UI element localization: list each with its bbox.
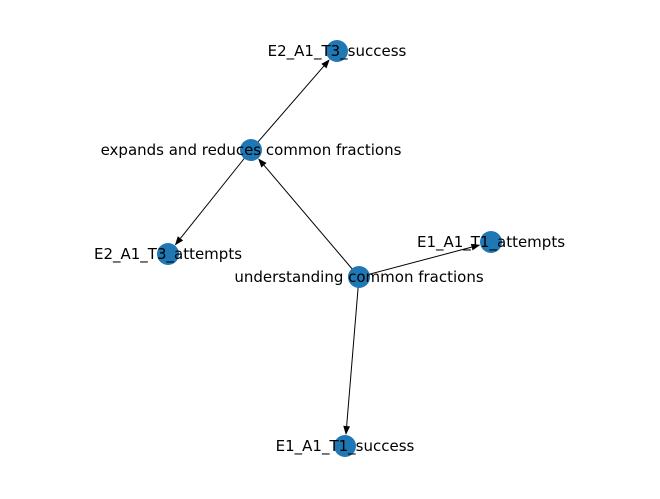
arrowhead-understanding-to-e1_success <box>343 425 351 436</box>
node-e2_success <box>326 40 348 62</box>
labels-layer: understanding common fractions expands an… <box>94 42 565 456</box>
edge-understanding-to-expands <box>263 164 360 278</box>
node-e1_attempts <box>480 231 502 253</box>
arrowhead-expands-to-e2_success <box>321 59 330 69</box>
node-label-expands: expands and reduces common fractions <box>101 141 402 159</box>
node-e1_success <box>334 435 356 457</box>
edge-understanding-to-e1_success <box>346 276 360 427</box>
nodes-layer <box>157 40 502 457</box>
arrowhead-understanding-to-expands <box>258 158 267 168</box>
node-label-e2_attempts: E2_A1_T3_attempts <box>94 245 242 264</box>
node-understanding <box>348 266 370 288</box>
node-label-e1_success: E1_A1_T1_success <box>276 437 415 456</box>
node-label-understanding: understanding common fractions <box>234 268 484 286</box>
node-expands <box>240 139 262 161</box>
edge-expands-to-e2_success <box>250 65 325 151</box>
node-label-e1_attempts: E1_A1_T1_attempts <box>417 233 565 252</box>
node-label-e2_success: E2_A1_T3_success <box>268 42 407 61</box>
edge-expands-to-e2_attempts <box>180 149 252 239</box>
edge-understanding-to-e1_attempts <box>358 246 472 278</box>
arrowhead-expands-to-e2_attempts <box>174 236 184 246</box>
arrowhead-understanding-to-e1_attempts <box>470 243 481 251</box>
node-e2_attempts <box>157 243 179 265</box>
edges-layer <box>174 59 481 436</box>
